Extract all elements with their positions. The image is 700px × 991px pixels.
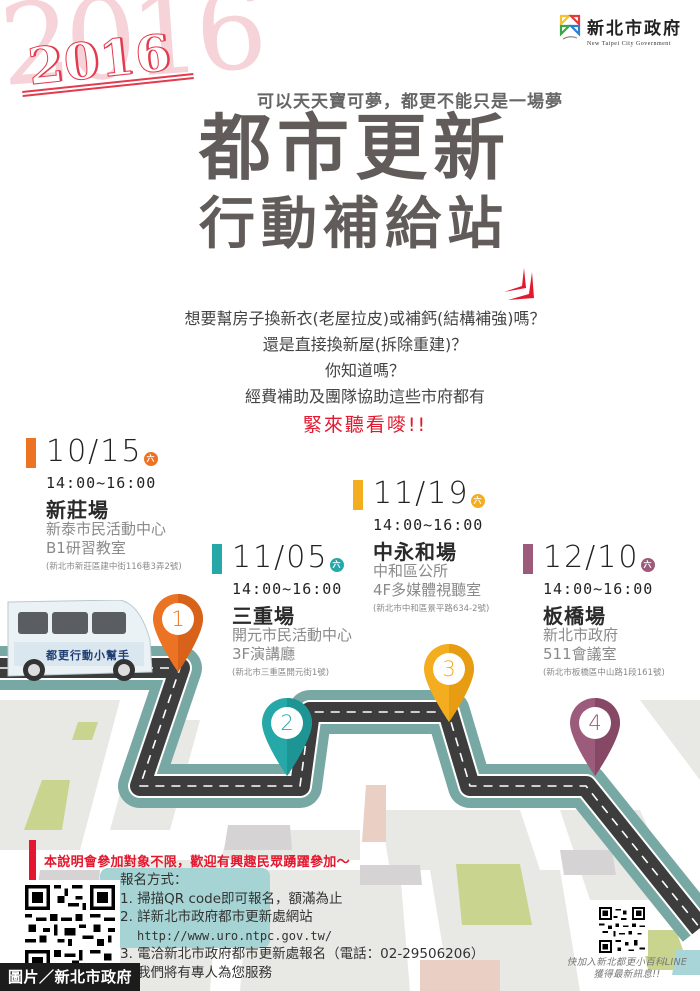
session-name: 三重場 [232, 604, 295, 628]
weekday-badge: 六 [641, 558, 656, 572]
venue-line: 新北市政府 [543, 626, 619, 644]
location-pin-4[interactable]: 4 [570, 698, 620, 776]
qr-code-icon [599, 907, 645, 953]
logo-name-zh: 新北市政府 [587, 19, 682, 39]
pin-number: 1 [162, 603, 194, 635]
session-time: 14:00~16:00 [46, 474, 157, 492]
session-time: 14:00~16:00 [232, 580, 343, 598]
session-address: (新北市中和區景平路634-2號) [373, 604, 490, 614]
date-text: 11/19 [373, 476, 470, 511]
image-credit: 圖片／新北市政府 [0, 963, 141, 991]
intro-line: 經費補助及團隊協助這些市府都有 [244, 387, 485, 406]
registration-url-link[interactable]: http://www.uro.ntpc.gov.tw/ [137, 928, 333, 943]
date-text: 10/15 [46, 434, 143, 469]
session-color-bar [26, 438, 36, 468]
notice-accent-bar [29, 840, 36, 882]
location-pin-3[interactable]: 3 [424, 644, 474, 722]
line-qr-code[interactable] [596, 904, 648, 956]
pin-number: 3 [433, 653, 465, 685]
venue-room: 3F演講廳 [232, 645, 296, 663]
registration-item-web: 2. 詳新北市政府都市更新處網站 [120, 909, 313, 925]
session-name: 板橋場 [543, 604, 606, 628]
line-follow-cta: 快加入新北都更小百科LINE 獲得最新訊息!! [553, 957, 700, 981]
session-name: 新莊場 [46, 498, 109, 522]
new-taipei-logo: 新北市政府 New Taipei City Government [559, 14, 682, 47]
open-invite-notice: 本說明會參加對象不限，歡迎有興趣民眾踴躍參加～ [44, 855, 350, 870]
registration-service-note: 我們將有專人為您服務 [137, 964, 272, 981]
registration-item-phone: 3. 電洽新北市政府都市更新處報名（電話：02-29506206） [120, 946, 485, 962]
location-pin-2[interactable]: 2 [262, 698, 312, 776]
van-banner: 都更行動小幫手 [46, 649, 130, 662]
location-pin-1[interactable]: 1 [153, 594, 203, 672]
intro-line: 還是直接換新屋(拆除重建)？ [262, 335, 468, 354]
session-address: (新北市三重區開元街1號) [232, 668, 330, 678]
logo-name-en: New Taipei City Government [587, 41, 671, 47]
session-time: 14:00~16:00 [373, 516, 484, 534]
line-cta-text: 快加入新北都更小百科LINE [566, 957, 688, 968]
slogan: 可以天天寶可夢，都更不能只是一場夢 [257, 92, 563, 112]
city-emblem-icon [559, 14, 581, 40]
venue-room: B1研習教室 [46, 539, 126, 557]
intro-line: 想要幫房子換新衣(老屋拉皮)或補鈣(結構補強)嗎？ [184, 309, 546, 328]
session-name: 中永和場 [373, 540, 457, 564]
session-color-bar [353, 480, 363, 510]
intro-highlight: 緊來聽看嘜!! [302, 414, 428, 436]
weekday-badge: 六 [144, 452, 159, 466]
weekday-badge: 六 [471, 494, 486, 508]
chevron-decoration-icon [504, 268, 534, 300]
session-color-bar [212, 544, 222, 574]
van-illustration [7, 600, 153, 681]
venue-room: 4F多媒體視聽室 [373, 581, 482, 599]
registration-info: 報名方式： 1. 掃描QR code即可報名，額滿為止 2. 詳新北市政府都市更… [120, 871, 484, 982]
session-color-bar [523, 544, 533, 574]
sub-title: 行動補給站 [199, 192, 509, 257]
registration-heading: 報名方式： [120, 872, 188, 888]
session-time: 14:00~16:00 [543, 580, 654, 598]
venue-line: 開元市民活動中心 [232, 626, 353, 644]
session-address: (新北市新莊區建中街116巷3弄2號) [46, 562, 182, 572]
weekday-badge: 六 [330, 558, 345, 572]
line-cta-subtext: 獲得最新訊息!! [593, 969, 661, 980]
venue-line: 中和區公所 [373, 562, 449, 580]
qr-code-icon [25, 885, 115, 975]
venue-room: 511會議室 [543, 645, 617, 663]
venue-line: 新泰市民活動中心 [46, 520, 167, 538]
date-text: 12/10 [543, 540, 640, 575]
intro-line: 你知道嗎？ [324, 361, 405, 380]
registration-highlight-box [100, 868, 270, 948]
pin-number: 4 [579, 707, 611, 739]
date-text: 11/05 [232, 540, 329, 575]
main-title: 都市更新 [198, 106, 511, 190]
session-address: (新北市板橋區中山路1段161號) [543, 668, 665, 678]
registration-item-qr: 1. 掃描QR code即可報名，額滿為止 [120, 890, 343, 907]
pin-number: 2 [271, 707, 303, 739]
intro-text: 想要幫房子換新衣(老屋拉皮)或補鈣(結構補強)嗎？ 還是直接換新屋(拆除重建)？… [0, 306, 700, 438]
